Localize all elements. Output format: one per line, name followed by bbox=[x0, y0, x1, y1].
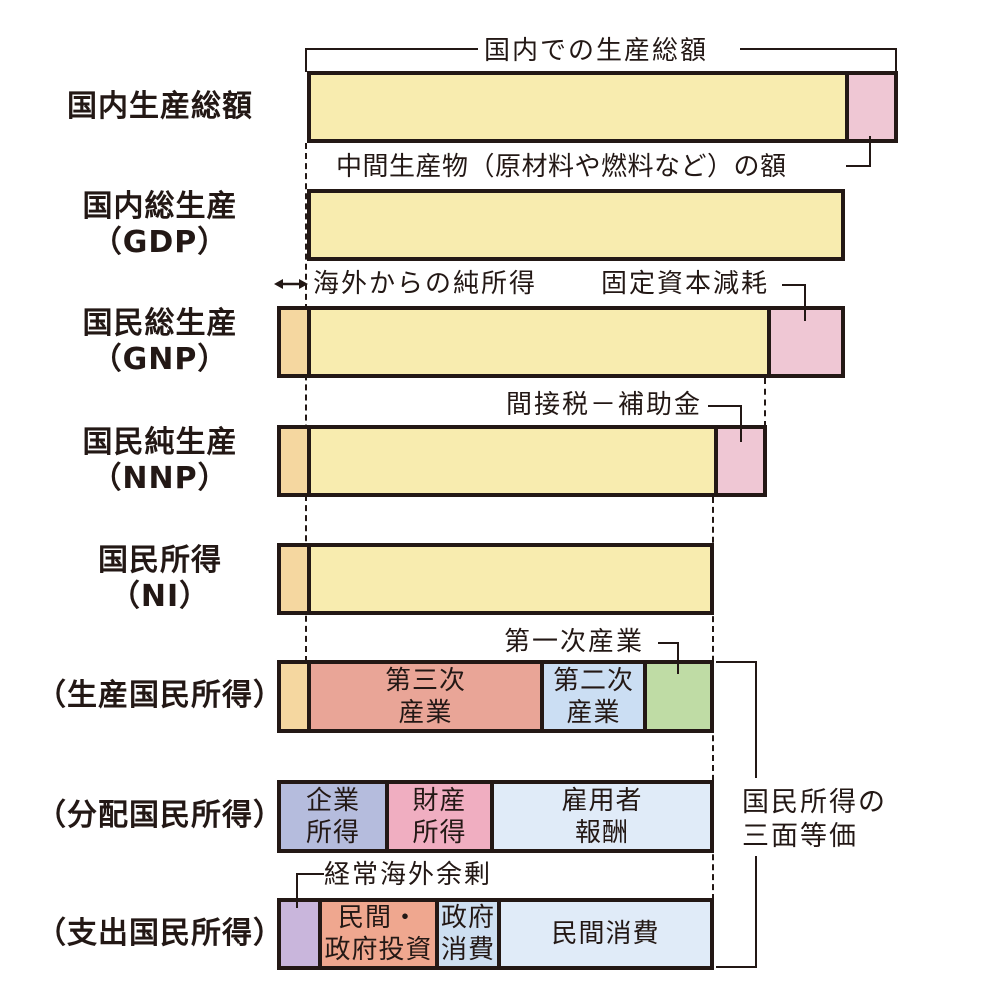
connector-indirect-tax-horizontal bbox=[708, 405, 742, 407]
segment-current-overseas-surplus bbox=[281, 902, 318, 966]
segment-indirect-tax bbox=[714, 429, 763, 493]
annotation-indirect-tax: 間接税－補助金 bbox=[506, 390, 703, 420]
connector-depreciation-vertical bbox=[804, 284, 806, 321]
annotation-gross-domestic-output: 国内での生産総額 bbox=[484, 36, 709, 66]
guide-dashed-left-boundary bbox=[305, 143, 307, 662]
segment-private-government-investment: 民間・ 政府投資 bbox=[318, 902, 435, 966]
segment-primary-industry bbox=[643, 664, 710, 729]
bracket-equivalence-top-horizontal bbox=[716, 661, 757, 663]
bar-expenditure-national-income: 民間・ 政府投資 政府 消費 民間消費 bbox=[277, 898, 714, 970]
bar-gdp bbox=[307, 189, 845, 261]
row-label-distribution-national-income: （分配国民所得） bbox=[36, 798, 284, 833]
bar-gnp bbox=[277, 306, 845, 378]
annotation-intermediate-goods: 中間生産物（原材料や燃料など）の額 bbox=[336, 152, 787, 182]
bracket-equivalence-bottom-horizontal bbox=[716, 966, 757, 968]
connector-depreciation-horizontal bbox=[782, 284, 806, 286]
connector-top-bracket-right-horizontal bbox=[740, 48, 897, 50]
row-label-ni: 国民所得 （NI） bbox=[98, 543, 222, 614]
bar-ni bbox=[277, 543, 714, 615]
annotation-primary-industry: 第一次産業 bbox=[504, 627, 645, 657]
bracket-equivalence-bottom-vertical bbox=[755, 856, 757, 968]
segment-net-income-abroad bbox=[281, 664, 307, 729]
row-label-gnp: 国民総生産 （GNP） bbox=[82, 306, 238, 377]
segment-national-income bbox=[307, 547, 710, 611]
annotation-fixed-capital-depreciation: 固定資本減耗 bbox=[601, 269, 770, 299]
connector-top-bracket-right-vertical bbox=[895, 48, 897, 72]
bar-production-national-income: 第三次 産業 第二次 産業 bbox=[277, 660, 714, 733]
segment-gdp bbox=[311, 193, 841, 257]
segment-domestic-production-total bbox=[311, 75, 845, 139]
row-label-production-national-income: （生産国民所得） bbox=[36, 678, 284, 713]
row-label-gdp: 国内総生産 （GDP） bbox=[82, 189, 238, 260]
annotation-current-overseas-surplus: 経常海外余剰 bbox=[324, 860, 493, 890]
row-label-nnp: 国民純生産 （NNP） bbox=[82, 425, 238, 496]
bracket-equivalence-top-vertical bbox=[755, 661, 757, 778]
segment-nnp-main bbox=[307, 429, 714, 493]
segment-government-consumption: 政府 消費 bbox=[435, 902, 497, 966]
segment-private-consumption: 民間消費 bbox=[497, 902, 710, 966]
bar-distribution-national-income: 企業 所得 財産 所得 雇用者 報酬 bbox=[277, 780, 714, 853]
connector-primary-horizontal bbox=[658, 642, 679, 644]
connector-indirect-tax-vertical bbox=[740, 405, 742, 442]
connector-surplus-horizontal bbox=[296, 873, 324, 875]
bar-nnp bbox=[277, 425, 767, 497]
segment-net-income-abroad bbox=[281, 310, 307, 374]
connector-top-bracket-left-horizontal bbox=[305, 48, 478, 50]
bar-gross-domestic-output bbox=[307, 71, 898, 143]
segment-property-income: 財産 所得 bbox=[385, 784, 490, 849]
connector-intermediate-horizontal bbox=[846, 165, 871, 167]
row-label-gross-domestic-output: 国内生産総額 bbox=[67, 89, 253, 124]
annotation-net-income-from-abroad: 海外からの純所得 bbox=[313, 269, 538, 299]
segment-tertiary-industry: 第三次 産業 bbox=[307, 664, 540, 729]
connector-primary-vertical bbox=[677, 642, 679, 674]
guide-dashed-gnp-depreciation-boundary bbox=[764, 378, 766, 427]
row-label-expenditure-national-income: （支出国民所得） bbox=[36, 916, 284, 951]
segment-intermediate-goods bbox=[845, 75, 894, 139]
connector-surplus-vertical bbox=[296, 873, 298, 908]
annotation-three-way-equivalence: 国民所得の 三面等価 bbox=[742, 787, 887, 852]
segment-gnp-main bbox=[307, 310, 767, 374]
connector-top-bracket-left-vertical bbox=[305, 48, 307, 72]
segment-employee-compensation: 雇用者 報酬 bbox=[490, 784, 710, 849]
segment-secondary-industry: 第二次 産業 bbox=[540, 664, 643, 729]
net-income-width-arrow-icon bbox=[274, 279, 308, 289]
segment-corporate-income: 企業 所得 bbox=[281, 784, 385, 849]
segment-net-income-abroad bbox=[281, 429, 307, 493]
connector-intermediate-vertical bbox=[869, 136, 871, 167]
segment-net-income-abroad bbox=[281, 547, 307, 611]
